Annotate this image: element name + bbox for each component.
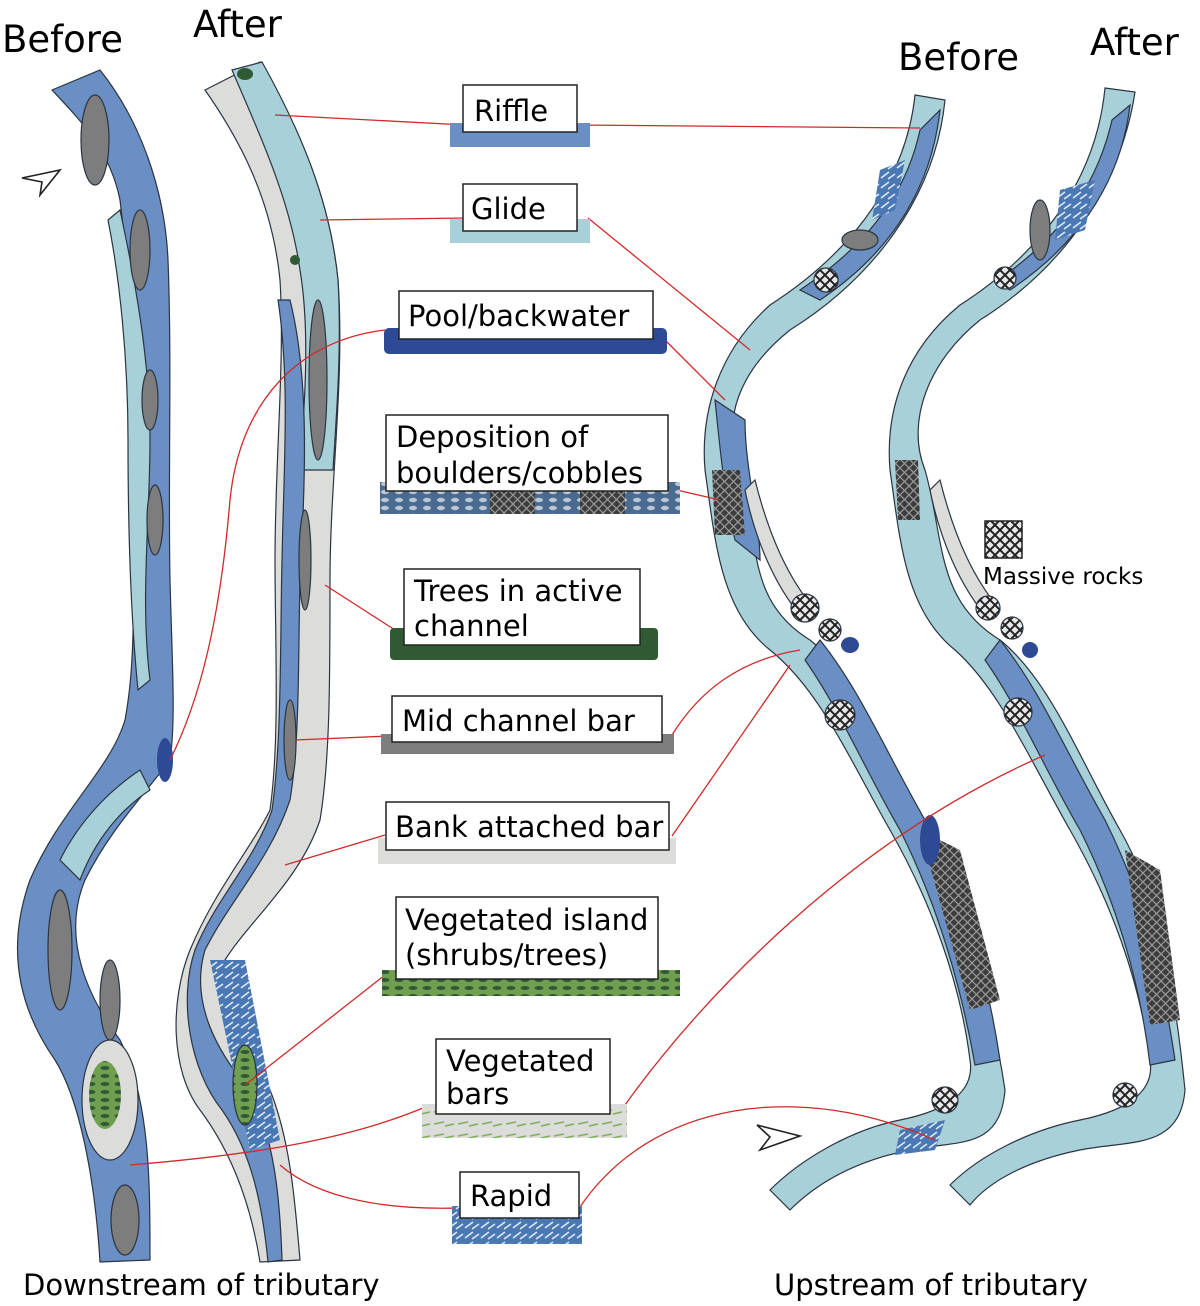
- river-upstream-before: [703, 94, 1006, 1211]
- legend-label-bank-bar: Bank attached bar: [395, 810, 663, 844]
- legend-label-trees-2: channel: [414, 609, 529, 643]
- legend-rapid: Rapid: [452, 1171, 582, 1244]
- legend-pool: Pool/backwater: [384, 290, 667, 354]
- legend-deposition: Deposition of boulders/cobbles: [380, 414, 680, 514]
- legend-label-trees-1: Trees in active: [413, 574, 623, 608]
- legend-riffle: Riffle: [450, 84, 590, 147]
- legend-label-veg-island-1: Vegetated island: [405, 903, 648, 937]
- heading-before-right: Before: [898, 36, 1019, 79]
- legend-label-pool: Pool/backwater: [408, 299, 629, 333]
- legend-label-deposition-2: boulders/cobbles: [396, 456, 643, 490]
- legend-mid-bar: Mid channel bar: [381, 695, 674, 754]
- legend-veg-island: Vegetated island (shrubs/trees): [382, 896, 680, 996]
- legend-bank-bar: Bank attached bar: [378, 801, 676, 864]
- legend-label-glide: Glide: [471, 192, 546, 226]
- heading-after-left: After: [193, 3, 283, 46]
- legend-label-veg-bars-2: bars: [446, 1077, 509, 1111]
- crosshatch-rock-icon: [984, 520, 1023, 559]
- legend-label-rapid: Rapid: [470, 1179, 552, 1213]
- caption-downstream: Downstream of tributary: [23, 1268, 380, 1302]
- legend-label-massive-rocks: Massive rocks: [983, 564, 1143, 590]
- legend-trees: Trees in active channel: [390, 568, 658, 660]
- legend-label-veg-bars-1: Vegetated: [446, 1044, 594, 1078]
- legend-veg-bars: Vegetated bars: [422, 1038, 627, 1138]
- legend-label-deposition-1: Deposition of: [396, 420, 589, 454]
- heading-before-left: Before: [2, 18, 123, 61]
- river-downstream-after: [175, 61, 341, 1263]
- caption-upstream: Upstream of tributary: [774, 1268, 1088, 1302]
- north-arrow-icon: [21, 168, 63, 198]
- legend-label-mid-bar: Mid channel bar: [402, 704, 635, 738]
- legend-label-veg-island-2: (shrubs/trees): [405, 938, 608, 972]
- heading-after-right: After: [1090, 21, 1180, 64]
- legend-glide: Glide: [450, 183, 590, 243]
- flow-arrow-icon: [756, 1124, 803, 1152]
- legend-label-riffle: Riffle: [474, 94, 548, 128]
- legend-massive-rocks: Massive rocks: [983, 520, 1143, 590]
- leader-lines: [129, 114, 1046, 1211]
- legend: Riffle Glide Pool/backwater Deposition o…: [378, 84, 1143, 1244]
- river-upstream-after: [888, 87, 1186, 1206]
- river-downstream-before: [16, 69, 174, 1263]
